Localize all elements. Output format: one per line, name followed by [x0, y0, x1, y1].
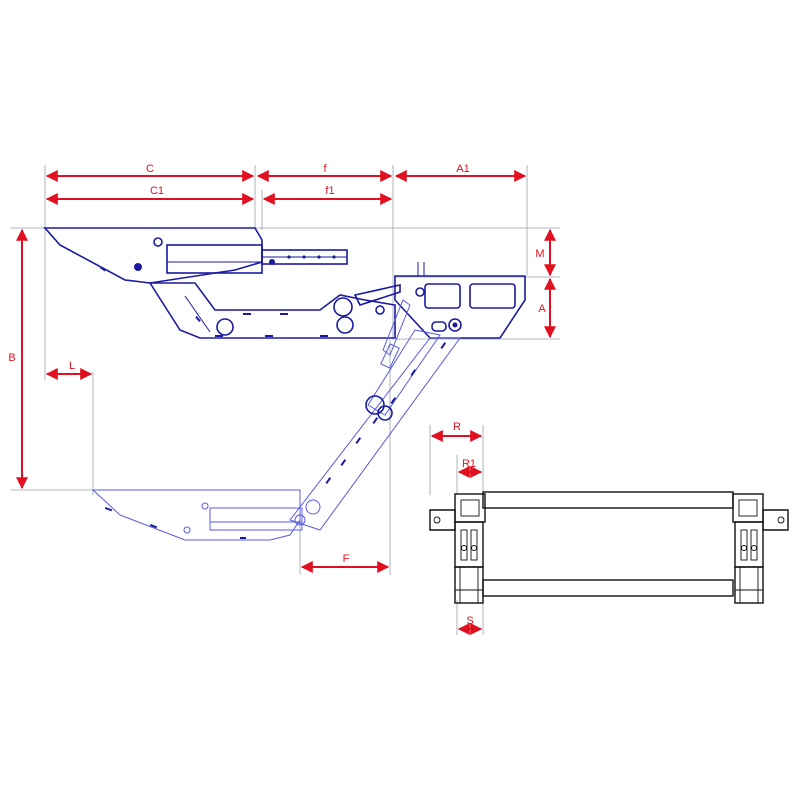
front-view-upper-tube — [482, 491, 734, 509]
stowed-step — [43, 227, 396, 339]
mount-box-window-left — [424, 283, 461, 309]
label-f1: f1 — [325, 185, 334, 197]
stowed-tread-plate — [43, 227, 263, 284]
label-S: S — [466, 615, 473, 627]
mount-box-window-right — [469, 283, 516, 309]
dimension-lines — [16, 170, 556, 635]
label-R1: R1 — [462, 458, 476, 470]
deployed-inner-bracket — [209, 507, 303, 531]
label-R: R — [453, 421, 461, 433]
front-view-right-bracket — [732, 493, 789, 604]
stowed-inner-bracket — [166, 244, 263, 274]
deployed-step — [91, 489, 321, 541]
label-C1: C1 — [150, 185, 164, 197]
label-B: B — [8, 352, 15, 364]
deployed-tread-plate — [91, 489, 301, 541]
stowed-underbody-arm — [148, 282, 396, 339]
label-f: f — [323, 163, 327, 175]
front-view-lower-tube — [482, 579, 734, 597]
dimension-labels: C C1 f f1 A1 M A B L F R R1 S — [8, 163, 546, 627]
deployed-main-arm — [289, 337, 461, 531]
label-F: F — [343, 553, 350, 565]
gas-strut — [382, 299, 411, 356]
label-L: L — [69, 360, 75, 372]
extension-lines — [10, 165, 560, 635]
label-M: M — [535, 248, 544, 260]
label-A1: A1 — [456, 163, 469, 175]
front-view — [429, 491, 789, 604]
label-A: A — [538, 303, 546, 315]
front-view-left-bracket — [429, 493, 486, 604]
deployed-linkage — [289, 299, 461, 531]
label-C: C — [146, 163, 154, 175]
mount-box-body — [394, 275, 526, 339]
mount-box — [353, 262, 526, 339]
